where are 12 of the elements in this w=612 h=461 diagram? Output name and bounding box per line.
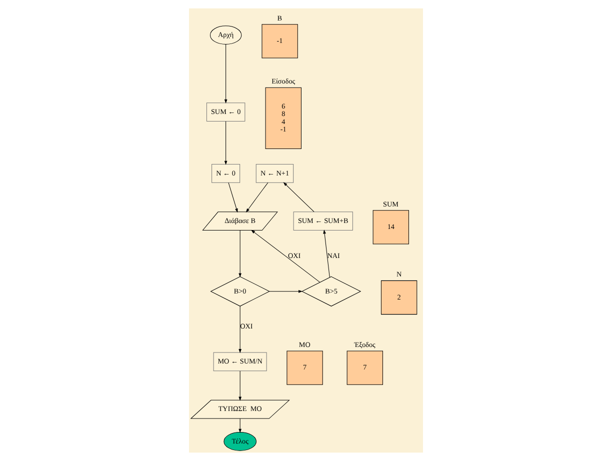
arrow xyxy=(238,230,242,278)
arrow xyxy=(238,370,242,401)
arrow xyxy=(228,182,238,213)
arrow xyxy=(269,290,303,293)
arrow xyxy=(224,121,228,165)
arrow xyxy=(224,44,228,104)
arrow xyxy=(238,306,242,354)
arrow xyxy=(323,230,330,278)
arrow xyxy=(246,182,268,212)
arrow xyxy=(238,418,242,433)
arrow xyxy=(283,182,314,212)
arrow xyxy=(251,230,320,283)
